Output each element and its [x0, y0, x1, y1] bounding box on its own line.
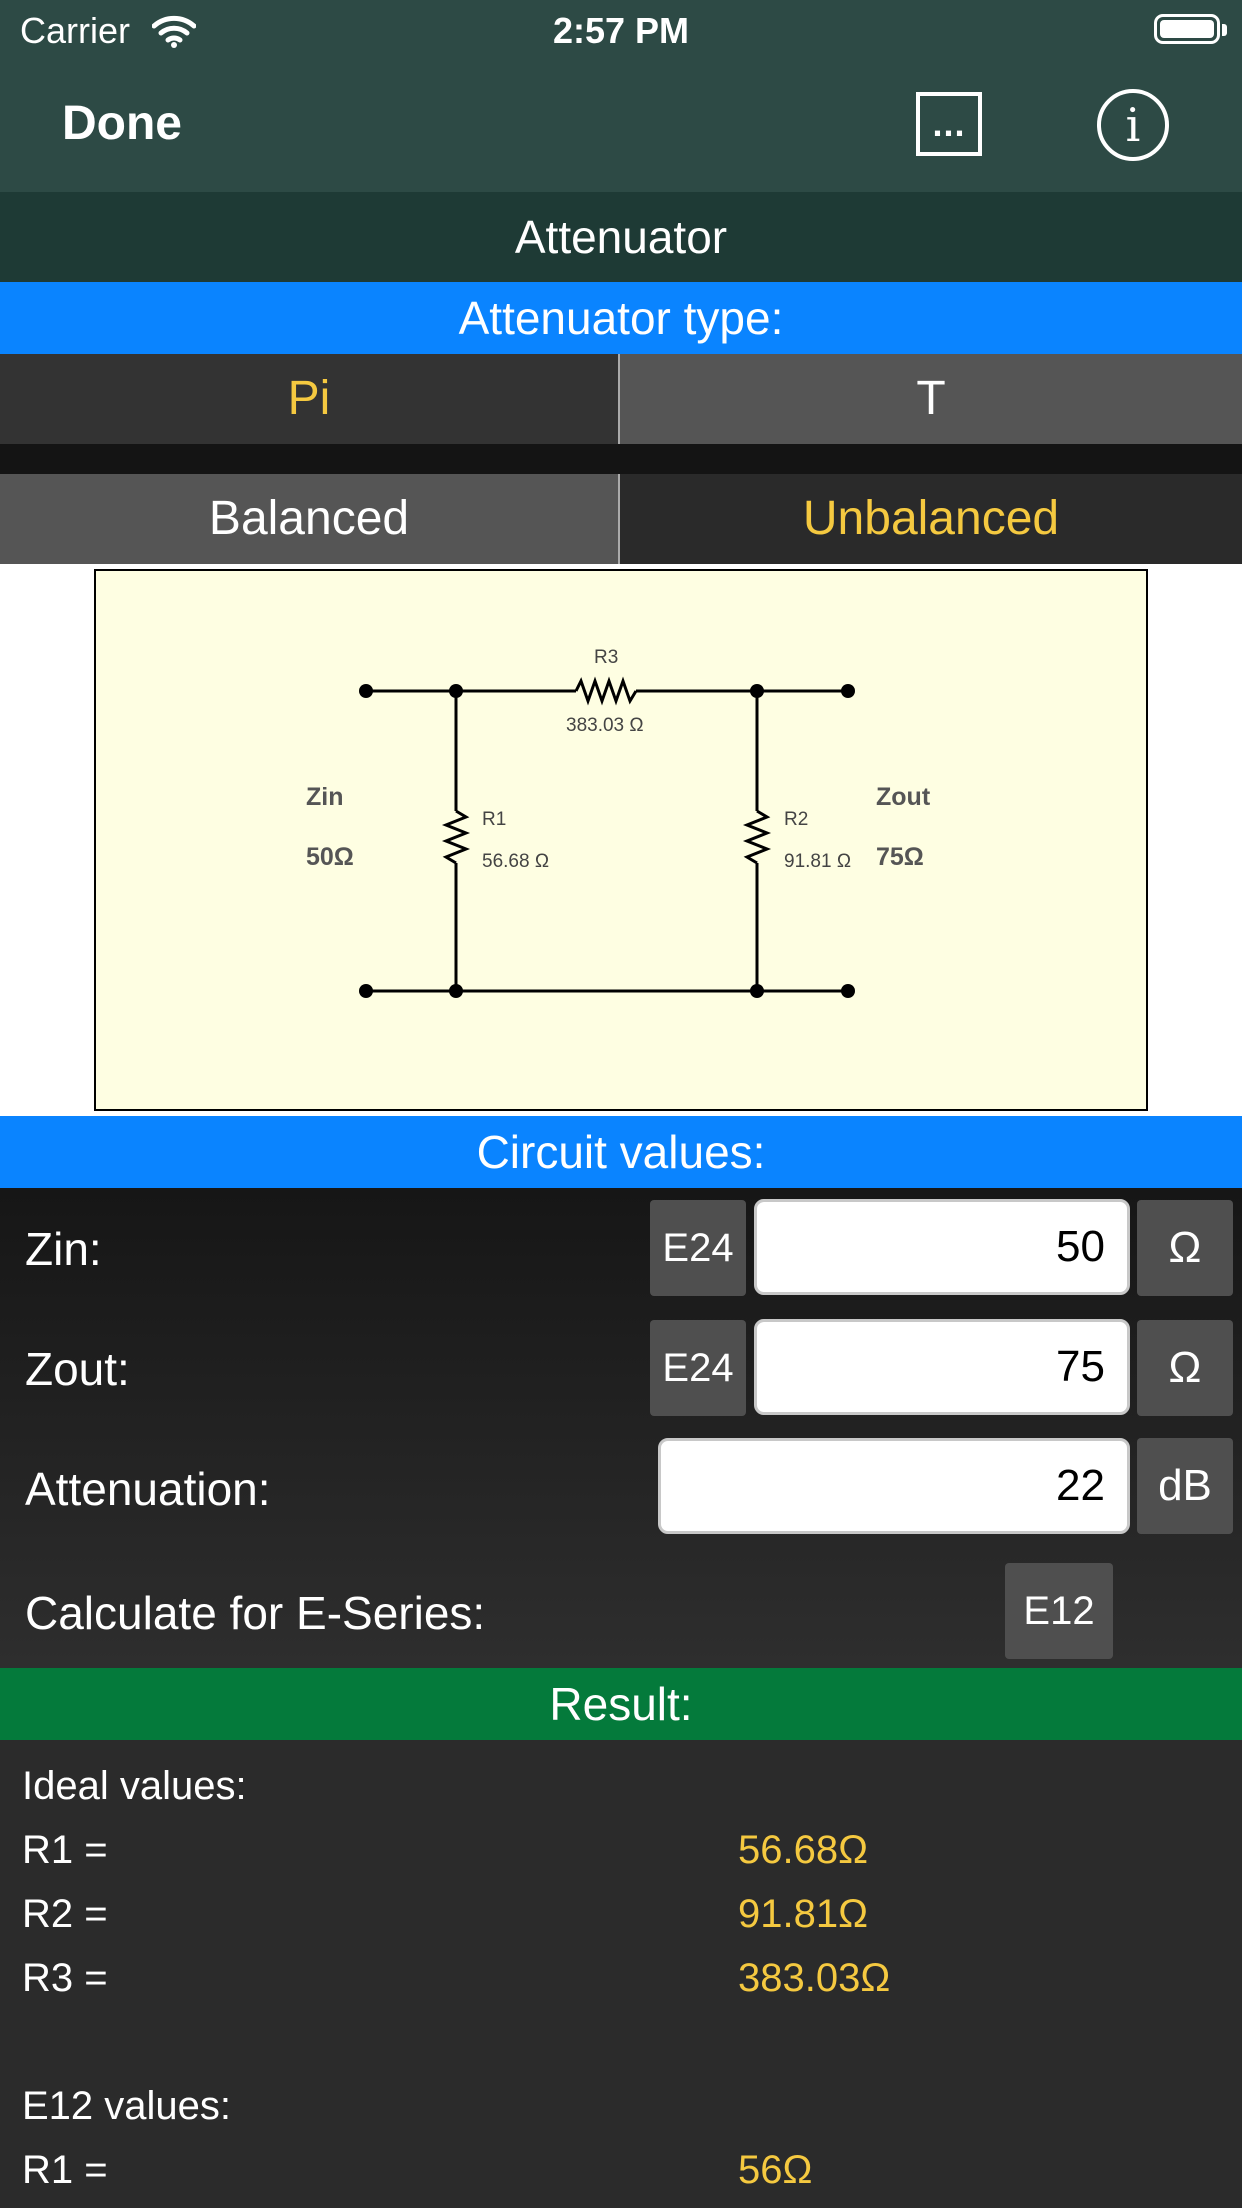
- e12-values-title: E12 values:: [22, 2084, 232, 2128]
- diagram-zin-value: 50Ω: [306, 843, 354, 871]
- diagram-r2-value: 91.81 Ω: [784, 851, 852, 872]
- result-panel: [0, 1740, 1242, 2208]
- diagram-r3-label: R3: [594, 647, 619, 668]
- done-button[interactable]: Done: [62, 97, 182, 150]
- battery-nub: [1222, 24, 1227, 36]
- ideal-r3-value: 383.03Ω: [738, 1956, 891, 2000]
- diagram-r1-label: R1: [482, 809, 507, 830]
- segment-spacer: [0, 444, 1242, 474]
- ideal-r3-name: R3 =: [22, 1956, 108, 2000]
- attenuation-field[interactable]: 22: [658, 1438, 1130, 1534]
- diagram-r1-value: 56.68 Ω: [482, 851, 550, 872]
- segment-pi[interactable]: Pi: [0, 354, 618, 444]
- info-icon[interactable]: i: [1097, 89, 1169, 161]
- circuit-values-header: Circuit values:: [0, 1116, 1242, 1188]
- page-title: Attenuator: [0, 192, 1242, 282]
- diagram-r3-value: 383.03 Ω: [566, 715, 644, 736]
- zin-series-button[interactable]: E24: [650, 1200, 746, 1296]
- ideal-r2-name: R2 =: [22, 1892, 108, 1936]
- diagram-zout-value: 75Ω: [876, 843, 924, 871]
- ideal-r1-name: R1 =: [22, 1828, 108, 1872]
- segment-divider: [618, 474, 620, 564]
- e12-r1-name: R1 =: [22, 2148, 108, 2192]
- eseries-button[interactable]: E12: [1005, 1563, 1113, 1659]
- battery-icon: [1154, 14, 1220, 44]
- circuit-diagram: Zin 50Ω Zout 75Ω R3 383.03 Ω R1 56.68 Ω …: [94, 569, 1148, 1111]
- e12-r1-value: 56Ω: [738, 2148, 813, 2192]
- ideal-values-title: Ideal values:: [22, 1764, 247, 1808]
- more-icon[interactable]: ...: [916, 92, 982, 156]
- attenuator-type-header: Attenuator type:: [0, 282, 1242, 354]
- ideal-r2-value: 91.81Ω: [738, 1892, 868, 1936]
- segment-balanced[interactable]: Balanced: [0, 474, 618, 564]
- eseries-label: Calculate for E-Series:: [25, 1587, 486, 1639]
- zout-unit: Ω: [1137, 1320, 1233, 1416]
- result-header: Result:: [0, 1668, 1242, 1740]
- zout-field[interactable]: 75: [754, 1319, 1130, 1415]
- attenuation-label: Attenuation:: [25, 1463, 271, 1515]
- segment-divider: [618, 354, 620, 444]
- ideal-r1-value: 56.68Ω: [738, 1828, 868, 1872]
- zin-unit: Ω: [1137, 1200, 1233, 1296]
- zin-label: Zin:: [25, 1223, 102, 1275]
- zout-series-button[interactable]: E24: [650, 1320, 746, 1416]
- diagram-r2-label: R2: [784, 809, 809, 830]
- diagram-zout-label: Zout: [876, 783, 931, 811]
- wifi-icon: [151, 14, 197, 53]
- segment-unbalanced[interactable]: Unbalanced: [620, 474, 1242, 564]
- status-carrier: Carrier: [20, 10, 131, 51]
- navigation-bar: [0, 0, 1242, 192]
- diagram-zin-label: Zin: [306, 783, 344, 811]
- zout-label: Zout:: [25, 1343, 130, 1395]
- attenuation-unit: dB: [1137, 1438, 1233, 1534]
- status-time: 2:57 PM: [552, 10, 690, 51]
- segment-t[interactable]: T: [620, 354, 1242, 444]
- zin-field[interactable]: 50: [754, 1199, 1130, 1295]
